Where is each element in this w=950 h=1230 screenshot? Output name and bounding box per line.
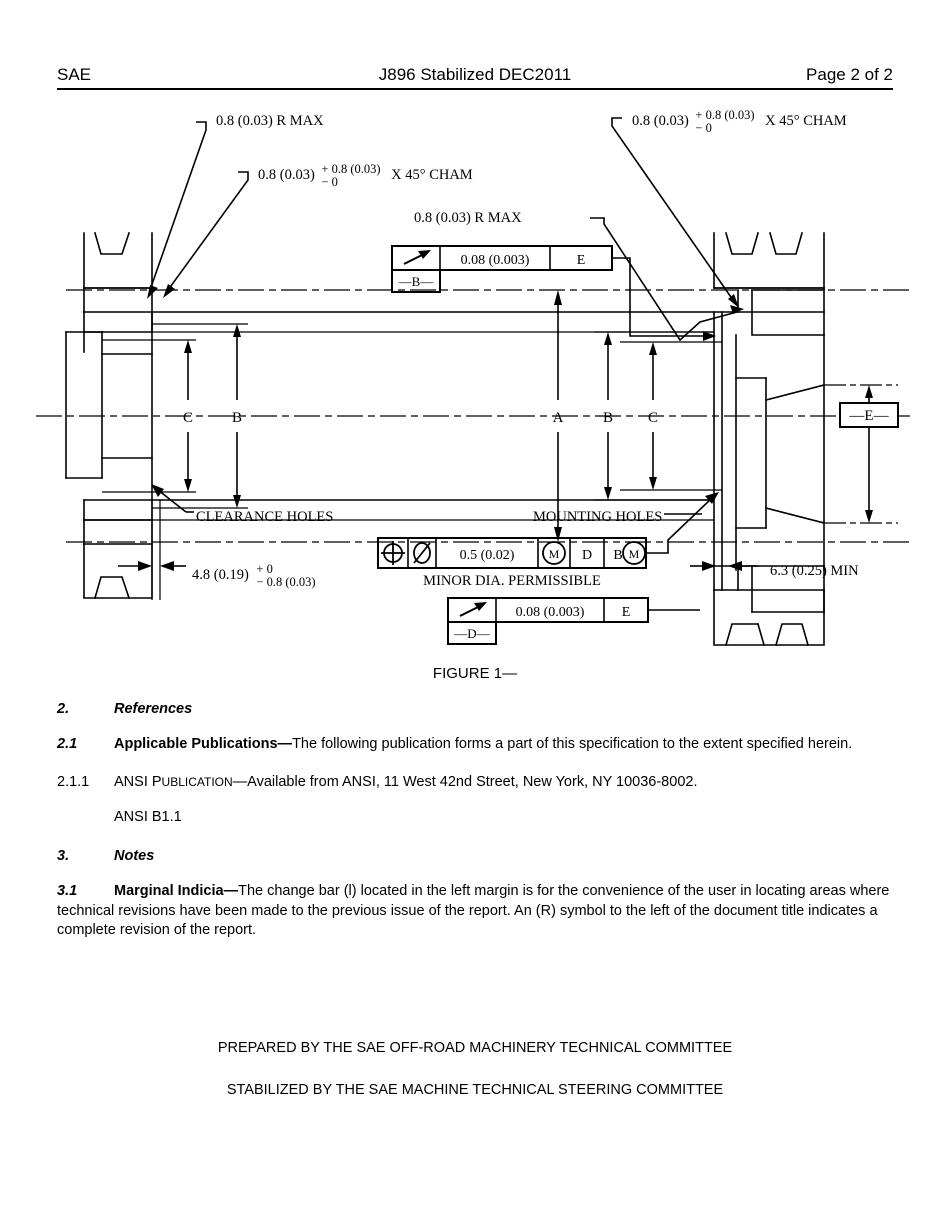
section-2-number: 2.: [57, 701, 70, 717]
leader-mid-rmax: [590, 217, 744, 342]
figure-1-drawing: C B A B C: [0, 100, 950, 660]
fcf-position-datum-2: B: [613, 548, 622, 563]
fcf-top-tolerance: 0.08 (0.003): [461, 253, 530, 268]
footer-prepared-by: PREPARED BY THE SAE OFF-ROAD MACHINERY T…: [217, 1040, 733, 1056]
section-2-heading: 2. References: [57, 700, 893, 719]
left-dimensions: C B: [102, 323, 248, 509]
leader-top-left-rmax: [147, 121, 207, 299]
fcf-top-frame: 0.08 (0.003) E —B—: [391, 245, 716, 341]
dim-label-left-c: C: [183, 410, 193, 426]
section-3-title: Notes: [114, 848, 155, 865]
datum-b-label: —B—: [398, 274, 435, 289]
section-2-1-1-lead-small: UBLICATION: [161, 774, 233, 789]
fcf-bottom-datum: E: [622, 605, 631, 620]
dim-label-right-c: C: [648, 410, 658, 426]
page-header: SAE J896 Stabilized DEC2011 Page 2 of 2: [57, 62, 893, 90]
figure-caption: FIGURE 1—: [432, 665, 518, 682]
section-3-1-body: Marginal Indicia—The change bar (l) loca…: [57, 883, 889, 938]
section-2-1-1-body: ANSI PUBLICATION—Available from ANSI, 11…: [114, 774, 697, 790]
dim-bottom-left-thickness: [118, 500, 186, 600]
datum-e-label: —E—: [848, 408, 889, 424]
ansi-reference: ANSI B1.1: [114, 808, 182, 825]
leader-top-right-cham: [611, 117, 739, 308]
section-2-1-1-lead-caps: ANSI P: [114, 773, 162, 790]
section-2-1: 2.1 Applicable Publications—The followin…: [57, 735, 893, 754]
section-3-heading: 3. Notes: [57, 847, 893, 866]
section-2-1-1-text: —Available from ANSI, 11 West 42nd Stree…: [232, 773, 698, 790]
section-3-1-number: 3.1: [57, 883, 78, 900]
document-footer: PREPARED BY THE SAE OFF-ROAD MACHINERY T…: [0, 1040, 950, 1098]
fcf-position-tolerance: 0.5 (0.02): [460, 548, 515, 563]
section-2-1-1-reference: ANSI B1.1: [57, 808, 893, 827]
fcf-top-datum: E: [577, 253, 586, 268]
section-3-1-lead: Marginal Indicia—: [114, 883, 239, 900]
header-title: J896 Stabilized DEC2011: [378, 65, 572, 84]
center-dimension-a: A: [553, 290, 564, 542]
datum-e-box: [839, 402, 899, 428]
section-3-1-text: The change bar (l) located in the left m…: [57, 883, 890, 938]
fcf-bottom-tolerance: 0.08 (0.003): [516, 605, 585, 620]
leader-left-cham: [163, 171, 249, 298]
section-2-title: References: [114, 701, 193, 717]
fcf-position-modifier-2: M: [629, 547, 640, 561]
leader-clearance-holes: [151, 484, 194, 513]
header-organization: SAE: [57, 65, 92, 84]
section-2-1-number: 2.1: [57, 736, 78, 753]
datum-e-dimension: —E—: [824, 384, 899, 524]
right-sheave-section: [713, 232, 825, 646]
section-2-1-1: 2.1.1 ANSI PUBLICATION—Available from AN…: [57, 773, 893, 792]
section-3-1: 3.1 Marginal Indicia—The change bar (l) …: [57, 882, 893, 940]
dim-bottom-right-min: [690, 561, 758, 571]
section-3-number: 3.: [57, 848, 70, 865]
section-2-1-1-number: 2.1.1: [57, 773, 90, 790]
fcf-position-frame: 0.5 (0.02) M D B M: [377, 492, 719, 569]
section-2-1-text: The following publication forms a part o…: [292, 736, 853, 753]
dim-label-left-b: B: [232, 410, 242, 426]
left-sheave-section: [65, 231, 153, 600]
right-dimensions: B C: [594, 331, 722, 501]
fcf-bottom-frame: 0.08 (0.003) E —D—: [447, 597, 700, 645]
document-body: 2. References 2.1 Applicable Publication…: [57, 700, 893, 954]
centerlines: [36, 289, 910, 543]
fcf-position-datum-1: D: [582, 548, 592, 563]
fcf-position-modifier-1: M: [549, 547, 560, 561]
dim-label-right-b: B: [603, 410, 613, 426]
section-2-1-body: Applicable Publications—The following pu…: [114, 736, 852, 752]
section-2-1-lead: Applicable Publications—: [114, 736, 293, 753]
datum-d-label: —D—: [453, 626, 490, 641]
header-page-number: Page 2 of 2: [806, 65, 893, 84]
footer-stabilized-by: STABILIZED BY THE SAE MACHINE TECHNICAL …: [226, 1082, 724, 1098]
dim-label-center-a: A: [553, 410, 564, 426]
